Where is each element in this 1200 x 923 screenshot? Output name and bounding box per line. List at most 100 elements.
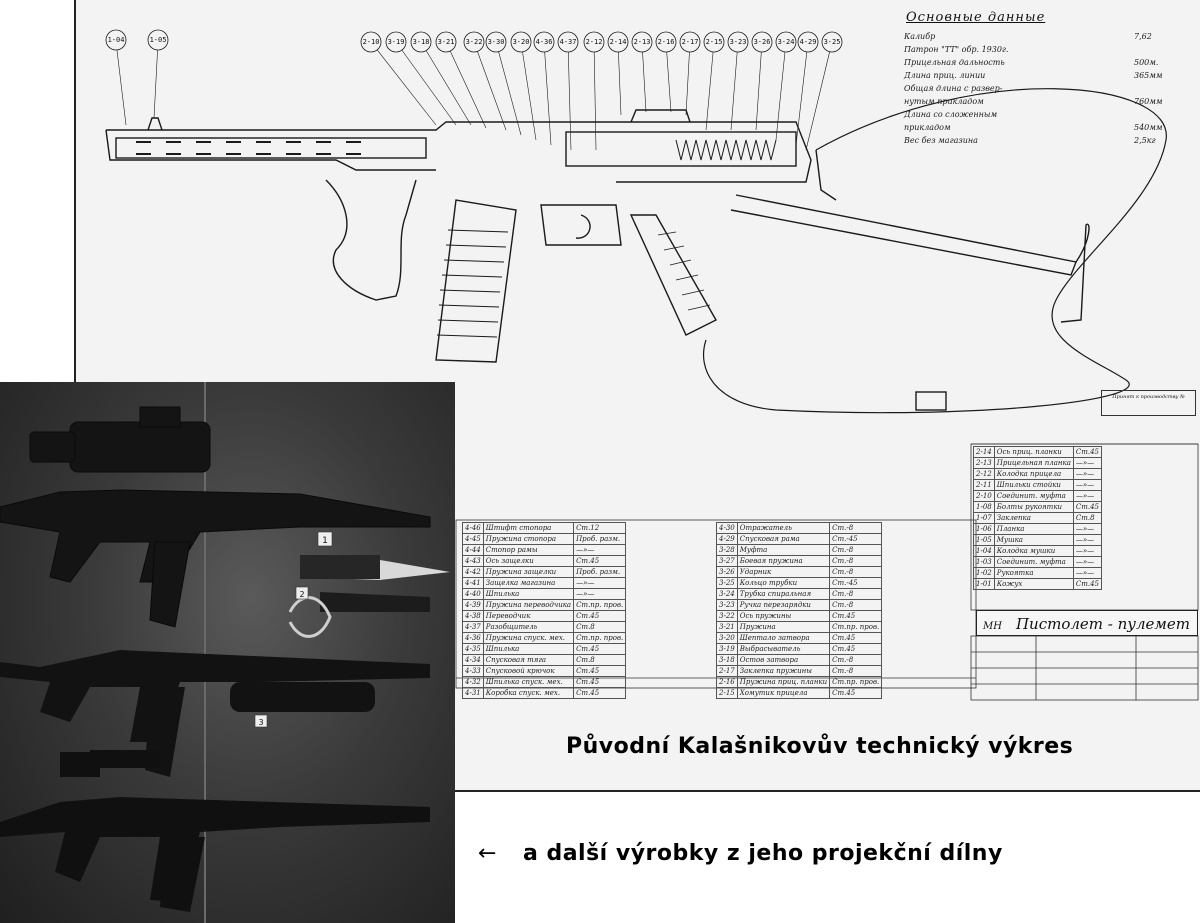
parts-cell-n: 2-14	[973, 446, 995, 458]
parts-cell-n: 3-21	[716, 621, 738, 633]
parts-cell-mat: Ст.45	[1072, 501, 1103, 513]
parts-cell-n: 3-23	[716, 599, 738, 611]
parts-cell-mat: Проб. разм.	[573, 533, 627, 545]
parts-cell-mat: Ст.8	[573, 621, 627, 633]
parts-cell-name: Отражатель	[736, 522, 831, 534]
parts-cell-n: 3-27	[716, 555, 738, 567]
parts-cell-n: 4-33	[462, 665, 484, 677]
parts-cell-n: 2-16	[716, 676, 738, 688]
exhibit-tag-1: 1	[322, 536, 328, 546]
caption-original-drawing: Původní Kalašnikovův technický výkres	[566, 734, 1074, 759]
part-label: 3-25	[823, 38, 841, 46]
museum-photo-art: 1 2 3	[0, 382, 450, 923]
parts-cell-n: 4-43	[462, 555, 484, 567]
part-label: 3-20	[512, 38, 530, 46]
spec-value: 365мм	[1134, 71, 1163, 80]
parts-cell-name: Колодка мушки	[993, 545, 1074, 557]
parts-cell-mat: —»—	[1072, 534, 1103, 546]
parts-cell-n: 4-41	[462, 577, 484, 589]
spec-label: Общая длина с развер-	[904, 84, 1003, 93]
parts-cell-mat: Ст.45	[573, 555, 627, 567]
parts-cell-name: Спусковой крючок	[482, 665, 575, 677]
rifle-with-night-scope	[0, 406, 431, 628]
parts-cell-n: 1-03	[973, 556, 995, 568]
parts-cell-mat: Ст.пр. пров.	[829, 621, 883, 633]
parts-cell-mat: Ст.пр. пров.	[573, 599, 627, 611]
part-label: 2-12	[585, 38, 603, 46]
parts-cell-name: Стопор рамы	[482, 544, 575, 556]
parts-cell-n: 2-17	[716, 665, 738, 677]
parts-cell-name: Спусковая тяга	[482, 654, 575, 666]
parts-cell-mat: —»—	[1072, 490, 1103, 502]
spec-label: Калибр	[904, 32, 936, 41]
parts-cell-name: Шпилька	[482, 643, 575, 655]
parts-cell-n: 4-38	[462, 610, 484, 622]
parts-cell-n: 2-10	[973, 490, 995, 502]
parts-cell-mat: —»—	[1072, 523, 1103, 535]
drawing-title: Пистолет - пулемет	[1015, 615, 1190, 633]
parts-cell-n: 3-24	[716, 588, 738, 600]
spec-label: Длина приц. линии	[904, 71, 986, 80]
parts-cell-name: Ручка перезарядки	[736, 599, 831, 611]
parts-cell-name: Соединит. муфта	[993, 556, 1074, 568]
stock-rod	[730, 194, 1077, 276]
parts-cell-n: 3-22	[716, 610, 738, 622]
parts-cell-n: 4-31	[462, 687, 484, 699]
parts-cell-mat: —»—	[573, 577, 627, 589]
part-label: 4-37	[559, 38, 577, 46]
parts-cell-n: 2-11	[973, 479, 995, 491]
spec-row: Длина приц. линии 365мм	[904, 69, 1174, 82]
parts-cell-name: Планка	[993, 523, 1074, 535]
parts-cell-name: Шпилька спуск. мех.	[482, 676, 575, 688]
parts-cell-name: Заклепка пружины	[736, 665, 831, 677]
barrel-jacket	[115, 137, 427, 159]
parts-cell-mat: Ст.-8	[829, 522, 883, 534]
parts-cell-mat: —»—	[1072, 457, 1103, 469]
caption-sub-text: a další výrobky z jeho projekční dílny	[522, 841, 1003, 866]
parts-cell-name: Колодка прицела	[993, 468, 1074, 480]
parts-cell-mat: Ст.-45	[829, 577, 883, 589]
parts-cell-name: Боевая пружина	[736, 555, 831, 567]
parts-cell-name: Ось защелки	[482, 555, 575, 567]
spec-heading: Основные данные	[906, 10, 1046, 25]
spec-value: 540мм	[1134, 123, 1163, 132]
parts-cell-n: 4-44	[462, 544, 484, 556]
barrel-lower	[105, 129, 436, 171]
parts-cell-mat: Ст.45	[573, 643, 627, 655]
spec-value: 2,5кг	[1134, 136, 1156, 145]
part-label: 3-19	[387, 38, 405, 46]
parts-cell-mat: —»—	[1072, 468, 1103, 480]
parts-cell-name: Трубка спиральная	[736, 588, 831, 600]
parts-cell-name: Кольцо трубки	[736, 577, 831, 589]
parts-cell-mat: Ст.45	[573, 665, 627, 677]
parts-cell-name: Соединит. муфта	[993, 490, 1074, 502]
parts-cell-name: Выбрасыватель	[736, 643, 831, 655]
parts-cell-n: 4-42	[462, 566, 484, 578]
parts-cell-n: 4-36	[462, 632, 484, 644]
parts-cell-name: Ось пружины	[736, 610, 831, 622]
acceptance-stamp: Принят к производству №	[1101, 390, 1196, 416]
parts-cell-mat: Ст.45	[1072, 578, 1103, 590]
